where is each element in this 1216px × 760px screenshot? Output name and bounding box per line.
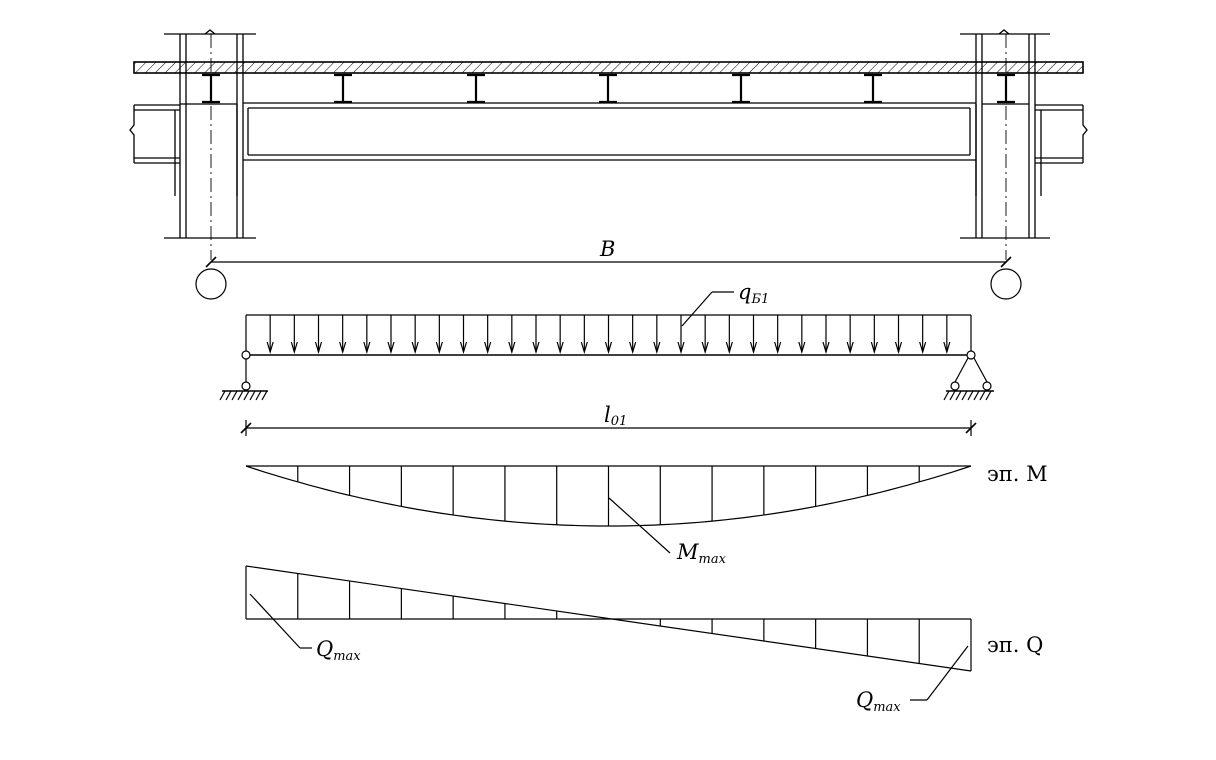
q-max-left-label: Qmax [316,637,361,664]
span-l-dimension [240,420,977,436]
load-label: qБ1 [738,280,769,307]
i-beam-section [599,73,617,104]
right-column [960,29,1050,260]
floor-section [129,29,1088,260]
moment-ordinates [297,466,920,526]
pin-support-left [219,350,268,401]
moment-diagram-label: эп. M [987,462,1048,486]
shear-ordinates [297,573,920,664]
axis-marker-left [195,268,227,300]
axis-marker-right [990,268,1022,300]
span-b-label: B [599,237,615,261]
main-beam [243,102,976,161]
i-beam-section [467,73,485,104]
span-b-dimension [195,256,1022,300]
secondary-beams [202,73,1015,104]
shear-diagram [245,565,972,701]
i-beam-section [997,73,1015,104]
m-max-label: Mmax [676,540,727,567]
i-beam-section [202,73,220,104]
moment-diagram [245,465,972,554]
shear-line [245,565,972,672]
left-edge-girder [129,104,180,196]
load-scheme [219,291,994,401]
floor-slab [133,61,1084,74]
right-edge-girder [1035,104,1088,196]
i-beam-section [334,73,352,104]
q-max-right-label: Qmax [856,688,901,715]
i-beam-section [864,73,882,104]
shear-diagram-label: эп. Q [987,633,1043,657]
i-beam-section [732,73,750,104]
roller-support-right [943,350,994,401]
distributed-load-arrows [266,315,951,355]
span-l-label: l01 [604,403,627,429]
